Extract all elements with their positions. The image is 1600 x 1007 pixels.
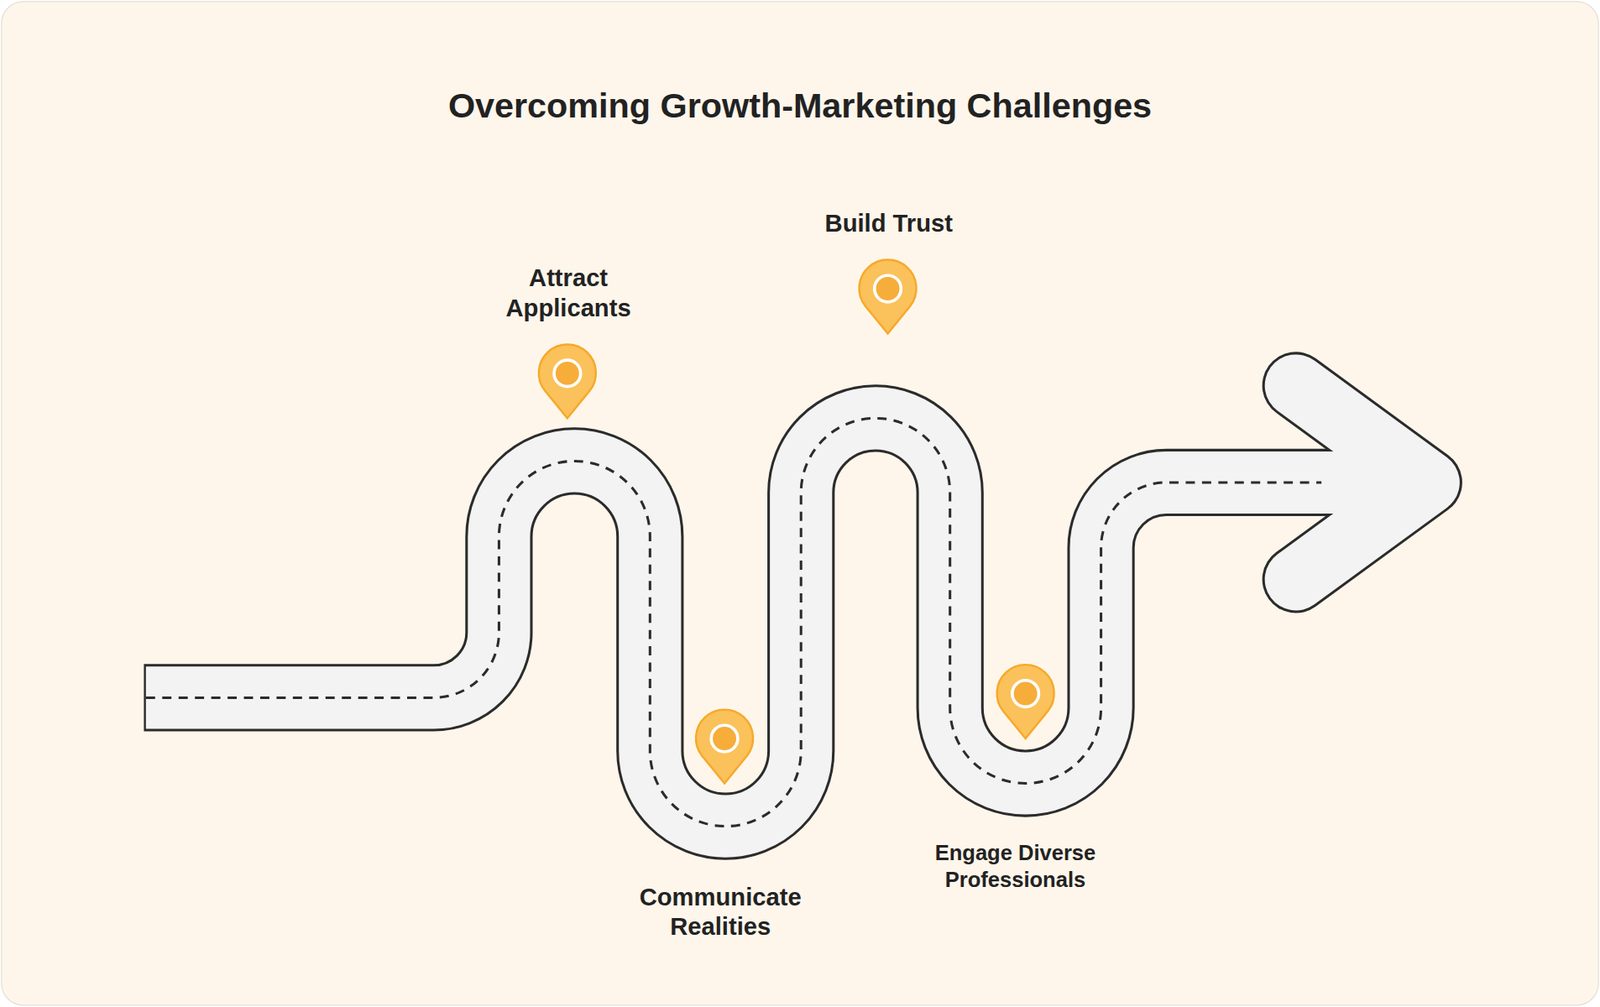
road-outline	[143, 418, 1428, 827]
diagram-title: Overcoming Growth-Marketing Challenges	[289, 84, 1311, 127]
map-pin	[695, 710, 753, 785]
map-pin	[859, 260, 917, 335]
road-dashes	[146, 418, 1322, 827]
milestone-label: Communicate Realities	[613, 882, 828, 942]
milestone-label: Engage Diverse Professionals	[913, 840, 1118, 893]
milestone-label: Attract Applicants	[486, 262, 650, 323]
milestone-label: Build Trust	[735, 208, 1042, 239]
arrow-head-surface	[1296, 385, 1429, 580]
map-pin	[538, 344, 597, 419]
map-pin	[997, 664, 1055, 739]
road-surface	[146, 418, 1429, 827]
